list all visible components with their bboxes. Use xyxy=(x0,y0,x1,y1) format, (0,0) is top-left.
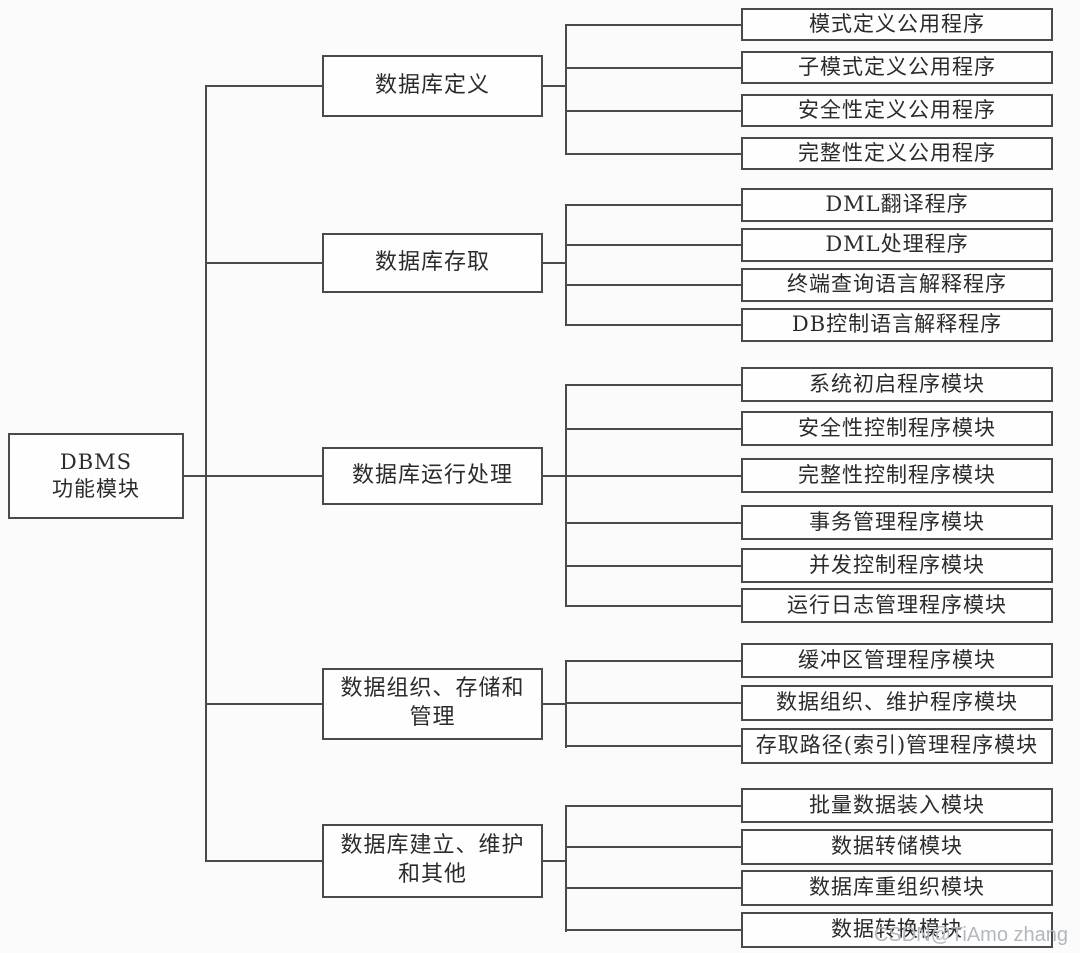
leaf-node: 完整性定义公用程序 xyxy=(741,137,1053,170)
leaf-node: 事务管理程序模块 xyxy=(741,505,1053,540)
rail-line-database-definition xyxy=(565,24,567,155)
leaf-node: 运行日志管理程序模块 xyxy=(741,588,1053,623)
leaf-node: 安全性定义公用程序 xyxy=(741,94,1053,127)
leaf-node-label: 完整性定义公用程序 xyxy=(798,140,996,165)
connector-branch-rail-data-organization-storage-management xyxy=(543,703,566,705)
connector-rail-leaf xyxy=(566,428,741,430)
leaf-node: 并发控制程序模块 xyxy=(741,548,1053,583)
leaf-node-label: 系统初启程序模块 xyxy=(809,371,985,396)
connector-branch-rail-database-run-processing xyxy=(543,475,566,477)
leaf-node-label: 事务管理程序模块 xyxy=(809,509,985,534)
branch-node-database-access: 数据库存取 xyxy=(322,233,543,293)
branch-node-database-run-processing-label: 数据库运行处理 xyxy=(351,462,513,488)
branch-node-data-organization-storage-management-label: 管理 xyxy=(409,705,456,730)
branch-node-database-access-label: 数据库存取 xyxy=(374,249,490,275)
leaf-node-label: 缓冲区管理程序模块 xyxy=(798,647,996,672)
connector-rail-leaf xyxy=(566,324,741,326)
connector-rail-leaf xyxy=(566,24,741,26)
rail-line-database-access xyxy=(565,204,567,326)
leaf-node-label: 批量数据装入模块 xyxy=(809,792,985,817)
root-node-dbms-function-modules-label: 功能模块 xyxy=(52,477,140,501)
connector-rail-leaf xyxy=(566,284,741,286)
leaf-node-label: DML处理程序 xyxy=(825,232,969,257)
connector-root-trunk xyxy=(184,475,206,477)
leaf-node-label: DB控制语言解释程序 xyxy=(791,312,1003,337)
connector-trunk-branch-database-definition xyxy=(206,85,322,87)
leaf-node: DML处理程序 xyxy=(741,228,1053,262)
connector-rail-leaf xyxy=(566,565,741,567)
branch-node-database-setup-maintenance-other: 数据库建立、维护和其他 xyxy=(322,824,543,898)
leaf-node: DB控制语言解释程序 xyxy=(741,308,1053,342)
connector-rail-leaf xyxy=(566,745,741,747)
connector-rail-leaf xyxy=(566,887,741,889)
branch-node-database-definition-label: 数据库定义 xyxy=(374,72,490,98)
leaf-node: 缓冲区管理程序模块 xyxy=(741,643,1053,678)
leaf-node: 模式定义公用程序 xyxy=(741,8,1053,41)
connector-rail-leaf xyxy=(566,702,741,704)
branch-node-database-run-processing: 数据库运行处理 xyxy=(322,447,543,505)
rail-line-database-setup-maintenance-other xyxy=(565,805,567,932)
connector-rail-leaf xyxy=(566,244,741,246)
leaf-node: 终端查询语言解释程序 xyxy=(741,268,1053,302)
leaf-node-label: 数据库重组织模块 xyxy=(809,875,985,900)
leaf-node: 完整性控制程序模块 xyxy=(741,458,1053,493)
trunk-line xyxy=(205,85,207,862)
connector-rail-leaf xyxy=(566,522,741,524)
leaf-node: 批量数据装入模块 xyxy=(741,788,1053,823)
leaf-node: 数据组织、维护程序模块 xyxy=(741,685,1053,721)
connector-rail-leaf xyxy=(566,805,741,807)
leaf-node-label: 完整性控制程序模块 xyxy=(798,462,996,487)
leaf-node-label: DML翻译程序 xyxy=(825,192,969,217)
connector-rail-leaf xyxy=(566,660,741,662)
connector-rail-leaf xyxy=(566,204,741,206)
leaf-node-label: 安全性控制程序模块 xyxy=(798,415,996,440)
connector-rail-leaf xyxy=(566,475,741,477)
connector-trunk-branch-database-run-processing xyxy=(206,475,322,477)
rail-line-database-run-processing xyxy=(565,384,567,607)
connector-branch-rail-database-setup-maintenance-other xyxy=(543,860,566,862)
branch-node-data-organization-storage-management-label: 数据组织、存储和 xyxy=(340,676,525,702)
leaf-node-label: 子模式定义公用程序 xyxy=(798,54,996,79)
leaf-node-label: 模式定义公用程序 xyxy=(809,11,985,36)
leaf-node-label: 并发控制程序模块 xyxy=(809,552,985,577)
leaf-node: 数据转储模块 xyxy=(741,829,1053,865)
branch-node-database-setup-maintenance-other-label: 和其他 xyxy=(397,862,467,887)
connector-trunk-branch-database-setup-maintenance-other xyxy=(206,860,322,862)
connector-branch-rail-database-definition xyxy=(543,85,566,87)
leaf-node: 系统初启程序模块 xyxy=(741,367,1053,402)
leaf-node-label: 终端查询语言解释程序 xyxy=(787,272,1007,297)
leaf-node: 安全性控制程序模块 xyxy=(741,411,1053,446)
connector-branch-rail-database-access xyxy=(543,262,566,264)
connector-rail-leaf xyxy=(566,605,741,607)
leaf-node-label: 数据组织、维护程序模块 xyxy=(776,690,1018,715)
connector-rail-leaf xyxy=(566,846,741,848)
root-node-dbms-function-modules: DBMS 功能模块 xyxy=(8,433,184,519)
root-node-dbms-function-modules-label: DBMS xyxy=(59,449,133,474)
leaf-node-label: 存取路径(索引)管理程序模块 xyxy=(755,733,1039,758)
leaf-node-label: 运行日志管理程序模块 xyxy=(787,592,1007,617)
leaf-node-label: 数据转储模块 xyxy=(831,834,963,859)
connector-rail-leaf xyxy=(566,153,741,155)
leaf-node: DML翻译程序 xyxy=(741,188,1053,222)
connector-trunk-branch-database-access xyxy=(206,262,322,264)
connector-rail-leaf xyxy=(566,67,741,69)
leaf-node: 数据库重组织模块 xyxy=(741,870,1053,906)
connector-rail-leaf xyxy=(566,110,741,112)
leaf-node-label: 安全性定义公用程序 xyxy=(798,97,996,122)
branch-node-data-organization-storage-management: 数据组织、存储和管理 xyxy=(322,668,543,740)
leaf-node-label: 数据转换模块 xyxy=(831,917,963,942)
connector-rail-leaf xyxy=(566,384,741,386)
branch-node-database-definition: 数据库定义 xyxy=(322,55,543,117)
rail-line-data-organization-storage-management xyxy=(565,660,567,748)
leaf-node: 子模式定义公用程序 xyxy=(741,51,1053,84)
leaf-node: 数据转换模块 xyxy=(741,912,1053,948)
leaf-node: 存取路径(索引)管理程序模块 xyxy=(741,728,1053,764)
connector-rail-leaf xyxy=(566,929,741,931)
connector-trunk-branch-data-organization-storage-management xyxy=(206,703,322,705)
branch-node-database-setup-maintenance-other-label: 数据库建立、维护 xyxy=(340,833,525,859)
